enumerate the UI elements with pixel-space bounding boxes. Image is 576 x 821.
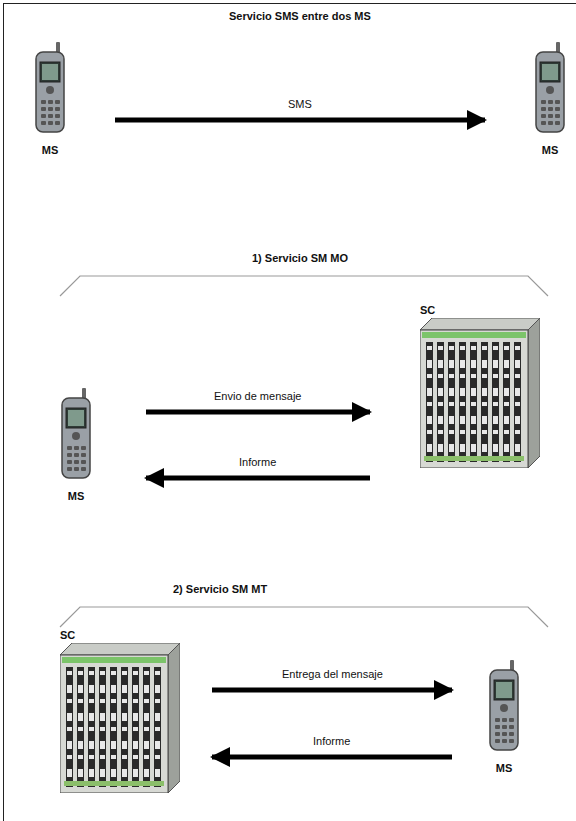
node-label: MS	[530, 144, 570, 156]
server-rack	[60, 643, 180, 793]
node-label: MS	[30, 144, 70, 156]
arrow-label: SMS	[286, 98, 314, 110]
server-rack	[420, 318, 540, 468]
arrow-label: Envio de mensaje	[212, 390, 303, 402]
section-heading: 2) Servicio SM MT	[173, 583, 267, 595]
section-bracket	[60, 607, 548, 627]
mobile-station: MS	[530, 40, 570, 156]
arrow-label: Informe	[311, 735, 352, 747]
arrow-label: Entrega del mensaje	[280, 668, 385, 680]
arrow-label: Informe	[237, 456, 278, 468]
phone-icon	[530, 40, 570, 136]
section-bracket	[60, 276, 548, 296]
node-label: MS	[56, 490, 96, 502]
message-arrow	[115, 118, 485, 123]
message-arrow	[146, 410, 370, 415]
phone-icon	[484, 658, 524, 754]
node-label: SC	[60, 629, 180, 641]
mobile-station: MS	[56, 386, 96, 502]
phone-icon	[56, 386, 96, 482]
message-arrow	[212, 755, 452, 760]
message-arrow	[212, 688, 452, 693]
node-label: MS	[484, 762, 524, 774]
mobile-station: MS	[484, 658, 524, 774]
mobile-station: MS	[30, 40, 70, 156]
message-arrow	[146, 476, 370, 481]
diagram-title: Servicio SMS entre dos MS	[229, 10, 371, 22]
phone-icon	[30, 40, 70, 136]
service-center: SC	[420, 304, 540, 472]
section-heading: 1) Servicio SM MO	[252, 252, 348, 264]
node-label: SC	[420, 304, 540, 316]
service-center: SC	[60, 629, 180, 797]
page-frame	[4, 4, 576, 821]
